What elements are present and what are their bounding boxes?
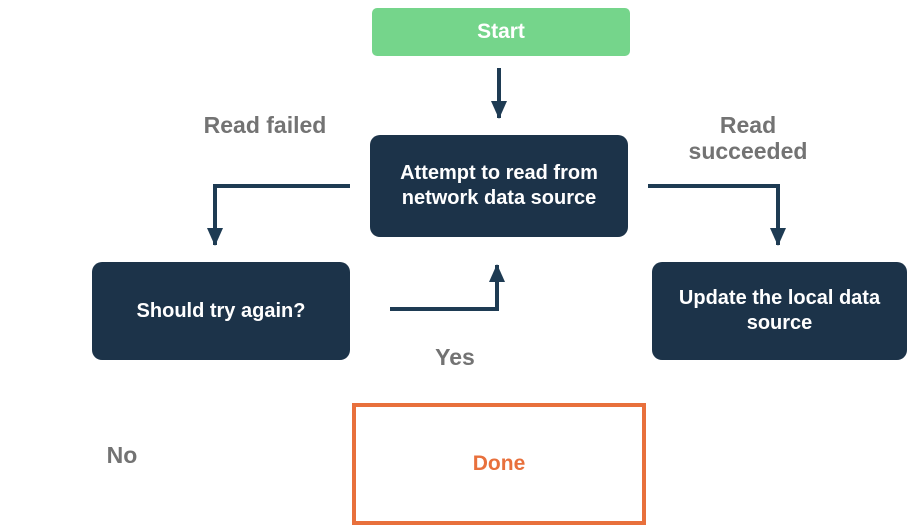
- node-should-try-again: Should try again?: [92, 262, 350, 360]
- node-start-label: Start: [477, 20, 525, 43]
- edge-label-no: No: [106, 442, 138, 468]
- edge-label-yes: Yes: [435, 344, 475, 370]
- edge-attempt-to-retry: [207, 184, 350, 246]
- edge-label-read-failed: Read failed: [203, 112, 327, 138]
- node-update-local-data: Update the local data source: [652, 262, 907, 360]
- edge-attempt-to-update: [648, 184, 786, 246]
- node-done: Done: [352, 403, 646, 525]
- edge-retry-to-attempt-yes: [390, 264, 505, 311]
- node-update-local-data-label: Update the local data source: [678, 287, 881, 334]
- edge-label-read-succeeded: Read succeeded: [688, 112, 808, 164]
- node-done-label: Done: [472, 452, 526, 475]
- node-should-try-again-label: Should try again?: [136, 299, 306, 322]
- node-attempt-read: Attempt to read from network data source: [370, 135, 628, 237]
- node-attempt-read-label: Attempt to read from network data source: [400, 162, 598, 209]
- node-start: Start: [372, 8, 630, 56]
